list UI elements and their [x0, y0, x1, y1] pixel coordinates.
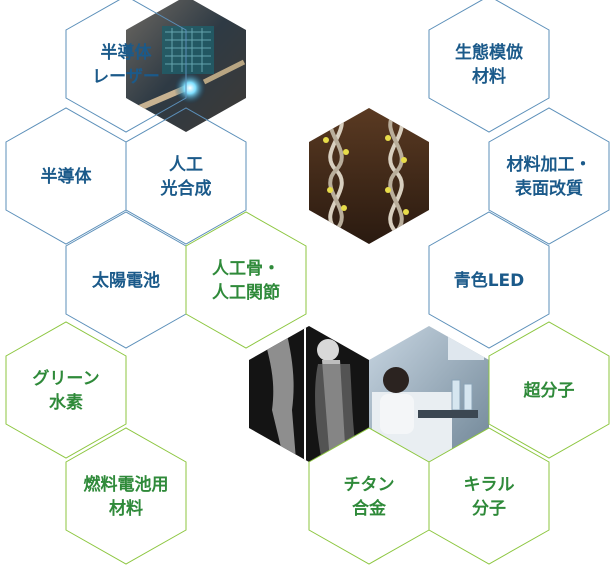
lab-researcher-photo — [369, 326, 489, 462]
hex-supramolecule: 超分子 — [488, 321, 610, 459]
hex-label-line: 燃料電池用 — [84, 474, 169, 495]
hex-label-line: 材料 — [472, 66, 506, 87]
hex-label-line: 人工関節 — [212, 282, 280, 303]
hex-outline — [428, 427, 550, 565]
hex-label-line: グリーン — [32, 368, 99, 389]
hex-label-line: 人工骨・ — [212, 259, 280, 279]
hex-outline — [185, 211, 307, 349]
hex-label-line: 太陽電池 — [92, 270, 160, 291]
hex-label-line: レーザー — [92, 67, 160, 87]
hex-label-line: 人工 — [169, 155, 203, 175]
hex-label-line: 表面改質 — [515, 178, 583, 199]
hex-label-line: 水素 — [49, 392, 83, 413]
hex-label-line: 光合成 — [160, 178, 212, 199]
hex-label-line: 材料加工・ — [507, 154, 592, 175]
hex-solar-cell: 太陽電池 — [65, 211, 187, 349]
dna-helix-photo — [309, 108, 429, 244]
hex-label-line: 半導体 — [101, 42, 153, 63]
xray-bone-photo — [249, 326, 369, 462]
hex-label-line: キラル — [464, 475, 515, 495]
hex-label-line: 青色LED — [454, 270, 525, 291]
hex-label-line: 生態模倣 — [455, 42, 523, 63]
hex-label-line: 半導体 — [41, 166, 93, 187]
hex-material-processing: 材料加工・表面改質 — [488, 107, 610, 245]
hex-label-line: チタン — [344, 475, 395, 495]
hex-outline — [488, 321, 610, 459]
hex-label-line: 材料 — [109, 498, 143, 519]
hex-outline — [428, 0, 550, 133]
hex-artificial-bone-joint: 人工骨・人工関節 — [185, 211, 307, 349]
hex-label-line: 超分子 — [524, 380, 575, 401]
hex-outline — [5, 321, 127, 459]
hex-semiconductor: 半導体 — [5, 107, 127, 245]
hex-outline — [125, 107, 247, 245]
hex-outline — [65, 427, 187, 565]
hex-blue-led: 青色LED — [428, 211, 550, 349]
hex-label-line: 分子 — [472, 499, 506, 519]
hex-outline — [488, 107, 610, 245]
hex-outline — [428, 211, 550, 349]
hex-label-line: 合金 — [352, 498, 387, 519]
hex-outline — [65, 0, 187, 133]
